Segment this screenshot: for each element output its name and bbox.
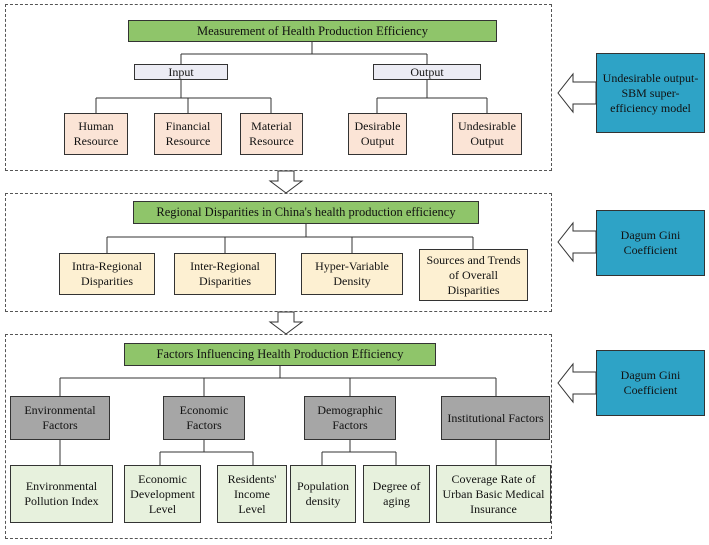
down-arrow-1 bbox=[268, 170, 304, 194]
left-arrow-1 bbox=[557, 72, 597, 114]
undesirable-output-box: Undesirable Output bbox=[452, 113, 522, 155]
environmental-factors-box: Environmental Factors bbox=[10, 396, 110, 440]
economic-development-level-box: Economic Development Level bbox=[124, 465, 201, 523]
section-3-frame bbox=[5, 334, 552, 539]
method-box-3: Dagum Gini Coefficient bbox=[596, 350, 705, 416]
inter-regional-box: Inter-Regional Disparities bbox=[174, 253, 276, 295]
left-arrow-2 bbox=[557, 221, 597, 263]
section-1-title: Measurement of Health Production Efficie… bbox=[128, 20, 497, 42]
method-box-2: Dagum Gini Coefficient bbox=[596, 210, 705, 276]
demographic-factors-box: Demographic Factors bbox=[304, 396, 396, 440]
hyper-variable-density-box: Hyper-Variable Density bbox=[301, 253, 403, 295]
output-box: Output bbox=[373, 64, 481, 80]
section-3-title: Factors Influencing Health Production Ef… bbox=[124, 343, 436, 366]
section-2-frame bbox=[5, 193, 552, 312]
financial-resource-box: Financial Resource bbox=[154, 113, 222, 155]
down-arrow-2 bbox=[268, 311, 304, 335]
environmental-pollution-index-box: Environmental Pollution Index bbox=[10, 465, 113, 523]
left-arrow-3 bbox=[557, 362, 597, 404]
sources-trends-box: Sources and Trends of Overall Disparitie… bbox=[419, 249, 528, 301]
material-resource-box: Material Resource bbox=[240, 113, 303, 155]
intra-regional-box: Intra-Regional Disparities bbox=[59, 253, 155, 295]
section-1-frame bbox=[5, 4, 552, 171]
method-box-1: Undesirable output-SBM super-efficiency … bbox=[596, 53, 705, 133]
population-density-box: Population density bbox=[290, 465, 356, 523]
input-box: Input bbox=[134, 64, 228, 80]
section-2-title: Regional Disparities in China's health p… bbox=[133, 201, 479, 224]
desirable-output-box: Desirable Output bbox=[348, 113, 407, 155]
institutional-factors-box: Institutional Factors bbox=[441, 396, 550, 440]
coverage-rate-box: Coverage Rate of Urban Basic Medical Ins… bbox=[436, 465, 551, 523]
residents-income-level-box: Residents' Income Level bbox=[217, 465, 287, 523]
economic-factors-box: Economic Factors bbox=[163, 396, 245, 440]
degree-of-aging-box: Degree of aging bbox=[363, 465, 430, 523]
human-resource-box: Human Resource bbox=[64, 113, 128, 155]
